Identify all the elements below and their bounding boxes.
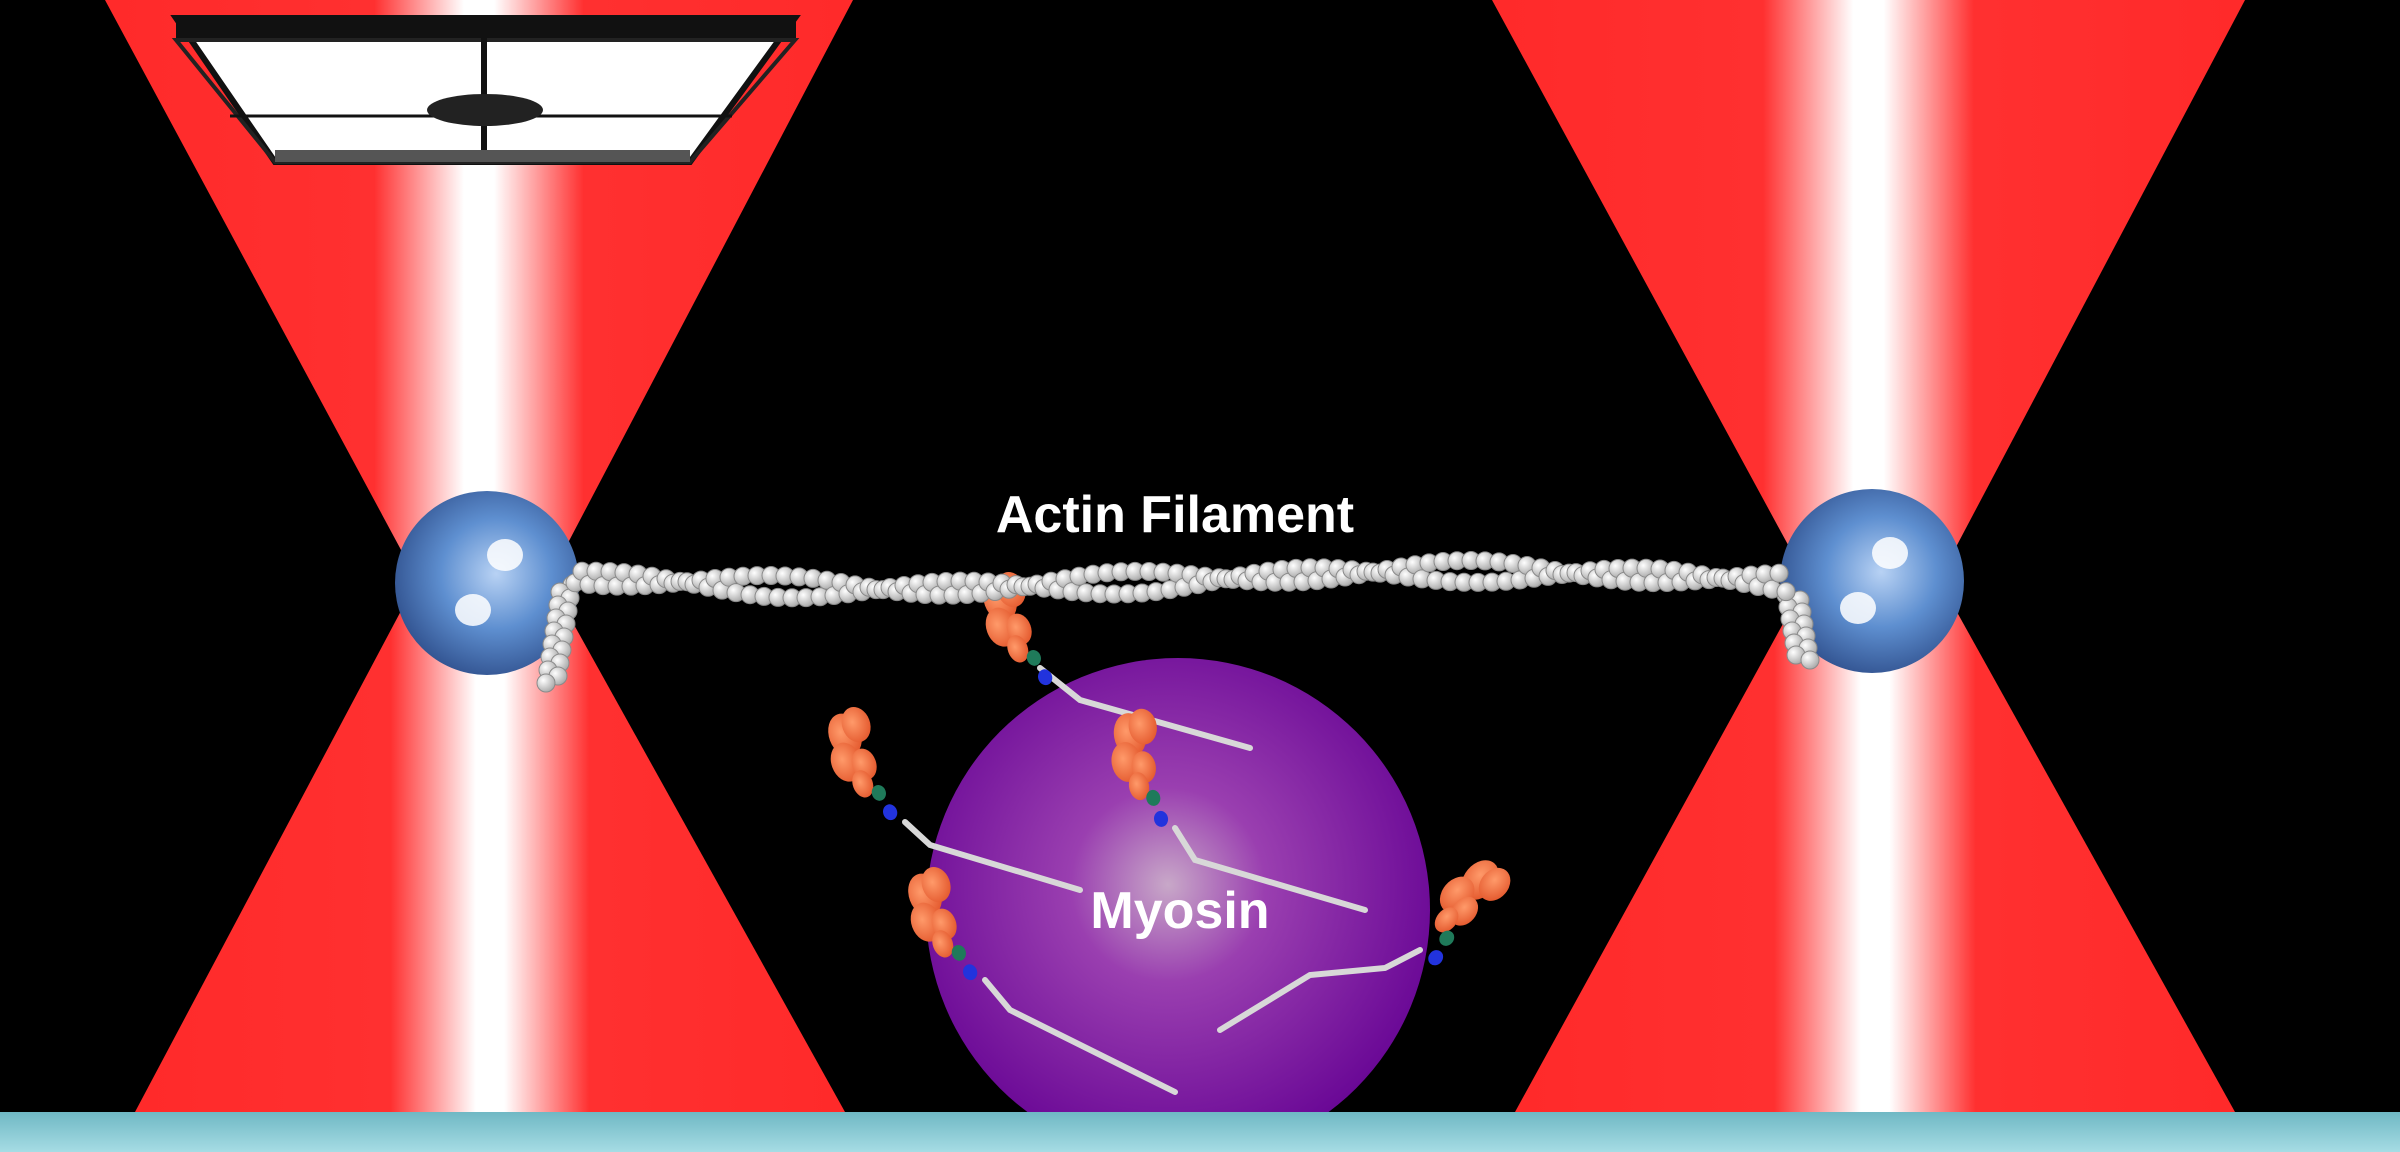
laser-beam-right (1492, 0, 2245, 1112)
trapped-bead-left (395, 491, 579, 675)
actin-filament-label: Actin Filament (996, 486, 1354, 544)
actin-monomer (1776, 582, 1796, 602)
trapped-bead-right (1780, 489, 1964, 673)
myosin-molecule (983, 571, 1253, 751)
myosin-head-icon (1428, 860, 1511, 966)
myosin-head-icon (1111, 708, 1169, 827)
myosin-molecule (908, 866, 1178, 1095)
actin-monomer (536, 673, 556, 693)
myosin-molecule (828, 706, 1083, 893)
actin-filament (536, 551, 1820, 693)
myosin-label: Myosin (1090, 882, 1269, 940)
myosin-molecule (1111, 708, 1368, 913)
actin-monomer (1800, 650, 1820, 670)
quadrant-detector-icon (170, 15, 801, 165)
myosin-head-icon (828, 706, 898, 821)
myosin-head-icon (908, 866, 978, 981)
glass-surface (0, 1112, 2400, 1152)
actin-monomer (1769, 563, 1789, 583)
myosin-molecule (1217, 860, 1511, 1033)
myosin-head-icon (983, 571, 1053, 686)
myosin-molecules (828, 571, 1511, 1095)
